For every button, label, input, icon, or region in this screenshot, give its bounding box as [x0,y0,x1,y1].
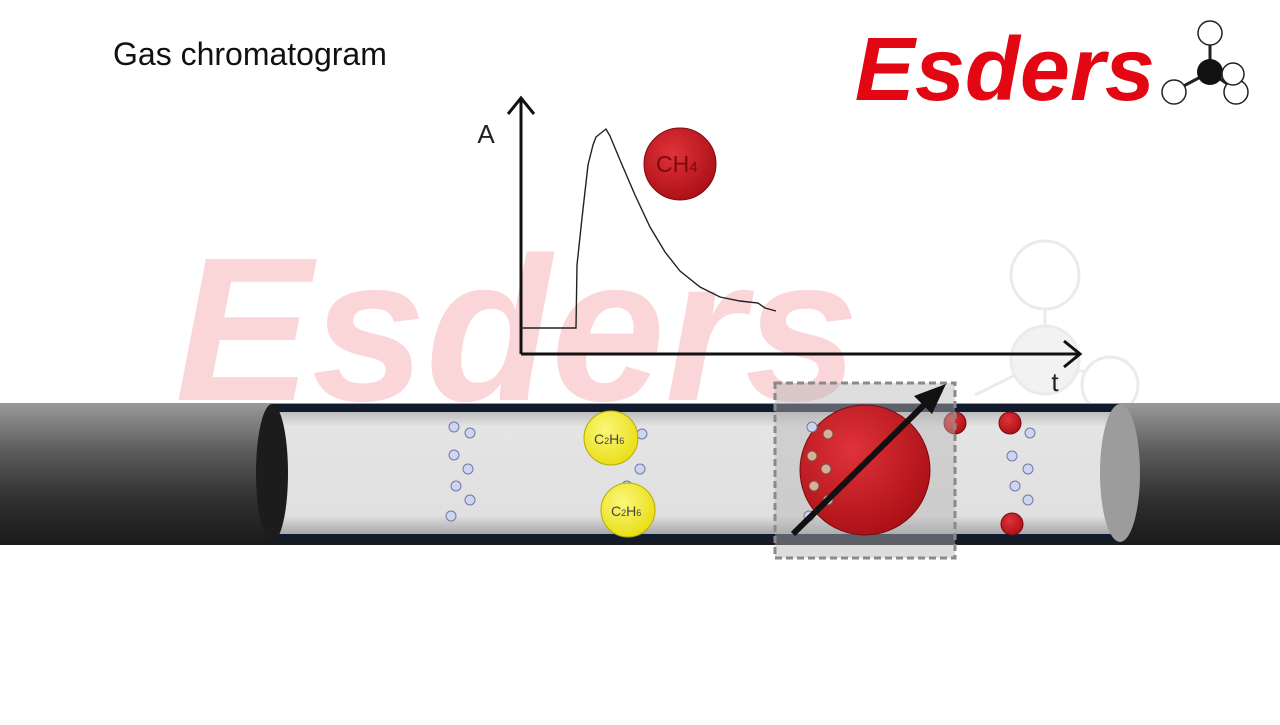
methane-molecule: CH4 [643,127,717,201]
methane-subscript: 4 [689,159,697,176]
ethane-molecule: C2H6 [600,482,656,538]
chromatogram-graph: A t CH4 [477,95,1083,397]
chromatogram-peak-line [521,127,777,329]
watermark-molecule-icon [974,239,1140,415]
svg-text:C2H6: C2H6 [594,431,624,447]
detector [773,381,957,560]
graph-axes [506,95,1083,369]
svg-text:CH4: CH4 [656,151,698,177]
detector-arrow-icon [790,384,946,537]
svg-text:C2H6: C2H6 [611,503,641,519]
esders-logo: Esders [855,20,1249,120]
x-axis-label: t [1051,367,1059,397]
ethane-molecule: C2H6 [583,410,639,466]
logo-text: Esders [855,20,1155,120]
column-outlet [1100,404,1140,542]
methane-formula: CH [656,151,689,177]
column-inlet [256,404,288,542]
page-title: Gas chromatogram [113,36,387,72]
y-axis-label: A [477,119,495,149]
chromatography-column: C2H6 C2H6 [0,403,1280,545]
molecule-logo-icon [1161,20,1249,105]
